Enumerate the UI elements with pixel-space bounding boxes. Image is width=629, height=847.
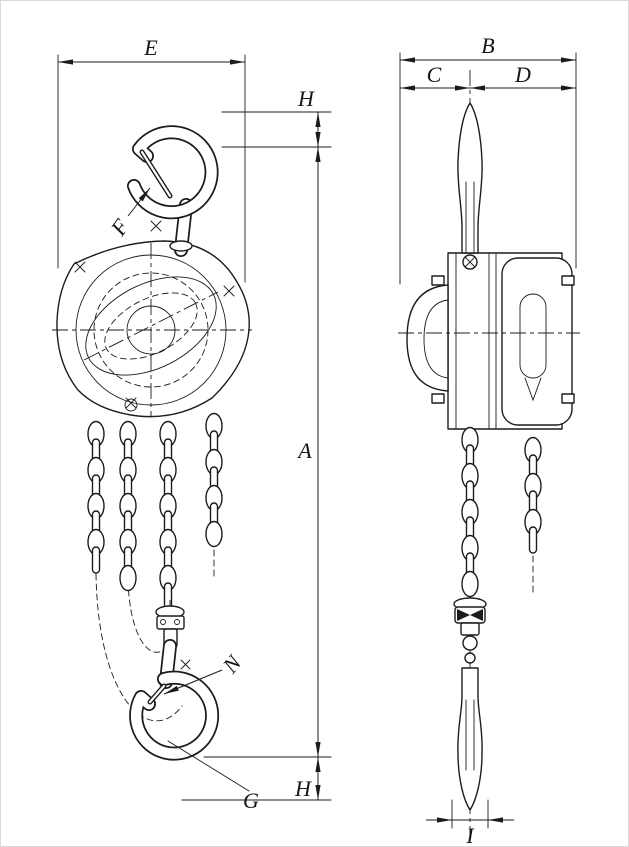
side-gear-cover bbox=[406, 284, 449, 392]
chain-fall-hand bbox=[205, 412, 223, 581]
side-wheel-cover bbox=[501, 257, 573, 426]
side-bottom-hook-assembly bbox=[453, 597, 487, 811]
dim-label-G: G bbox=[243, 788, 259, 813]
top-hook-bowl-fill bbox=[128, 127, 217, 218]
swivel-pin bbox=[160, 619, 166, 625]
centerline-diagonal bbox=[83, 291, 219, 361]
clevis-link bbox=[464, 652, 476, 664]
side-view: B C D bbox=[398, 33, 580, 847]
front-view: E bbox=[52, 35, 332, 813]
clevis-pin bbox=[462, 635, 478, 651]
bolt-mark bbox=[180, 659, 191, 670]
slack-loop-line bbox=[127, 579, 167, 653]
bolt-mark bbox=[464, 256, 476, 268]
plug-circle bbox=[124, 398, 138, 412]
swivel-neck-side bbox=[460, 622, 480, 636]
side-body bbox=[398, 252, 580, 430]
dim-D: D bbox=[470, 62, 576, 91]
swivel-pin bbox=[174, 619, 180, 625]
dim-label-A: A bbox=[296, 438, 312, 463]
dim-label-H-top: H bbox=[297, 86, 315, 111]
bolt-nut bbox=[561, 393, 575, 404]
swivel-nut-mark bbox=[457, 609, 470, 621]
gear-housing bbox=[52, 240, 252, 418]
wheel-slot-point bbox=[524, 377, 542, 402]
bottom-hook-bowl-fill bbox=[130, 672, 218, 759]
bolt-mark bbox=[150, 220, 162, 232]
side-gear-cover-inner bbox=[423, 299, 449, 379]
hook-swivel-collar bbox=[169, 240, 193, 252]
bolt-nut bbox=[431, 275, 445, 286]
slack-chain-loop bbox=[95, 573, 183, 722]
bolt-mark bbox=[74, 261, 86, 273]
dim-H-top: H bbox=[221, 86, 332, 148]
dim-I: I bbox=[426, 799, 514, 847]
chain-falls bbox=[87, 412, 223, 610]
dim-C: C bbox=[400, 62, 470, 91]
bolt-nut bbox=[561, 275, 575, 286]
dim-H-bottom: H bbox=[181, 756, 332, 801]
bottom-hook-latch-fill bbox=[148, 684, 166, 704]
dim-A: A bbox=[296, 147, 321, 757]
side-hand-chain bbox=[524, 436, 542, 593]
leader-line bbox=[163, 669, 223, 695]
leader-line bbox=[127, 187, 151, 217]
dim-label-E: E bbox=[143, 35, 158, 60]
bottom-hook-assembly bbox=[129, 600, 220, 761]
dim-E: E bbox=[57, 35, 246, 283]
leader-G: G bbox=[167, 740, 259, 813]
dim-label-I: I bbox=[465, 823, 475, 847]
leader-line bbox=[167, 740, 250, 792]
side-top-hook-blade bbox=[457, 102, 483, 254]
slack-loop-line bbox=[95, 573, 183, 722]
swivel-nut-mark bbox=[470, 609, 483, 621]
side-bottom-hook-blade bbox=[457, 667, 483, 811]
side-top-hook bbox=[457, 102, 483, 270]
swivel-block bbox=[156, 615, 185, 630]
dim-label-D: D bbox=[514, 62, 531, 87]
dim-label-C: C bbox=[427, 62, 442, 87]
top-hook bbox=[127, 125, 219, 257]
dim-B: B bbox=[399, 33, 577, 285]
top-hook-latch-fill bbox=[140, 150, 172, 198]
bolt-nut bbox=[431, 393, 445, 404]
wheel-slot bbox=[519, 293, 547, 379]
bolt-mark bbox=[223, 285, 235, 297]
housing-outline bbox=[56, 240, 250, 418]
dim-label-B: B bbox=[481, 33, 494, 58]
dim-label-H-bottom: H bbox=[294, 776, 312, 801]
